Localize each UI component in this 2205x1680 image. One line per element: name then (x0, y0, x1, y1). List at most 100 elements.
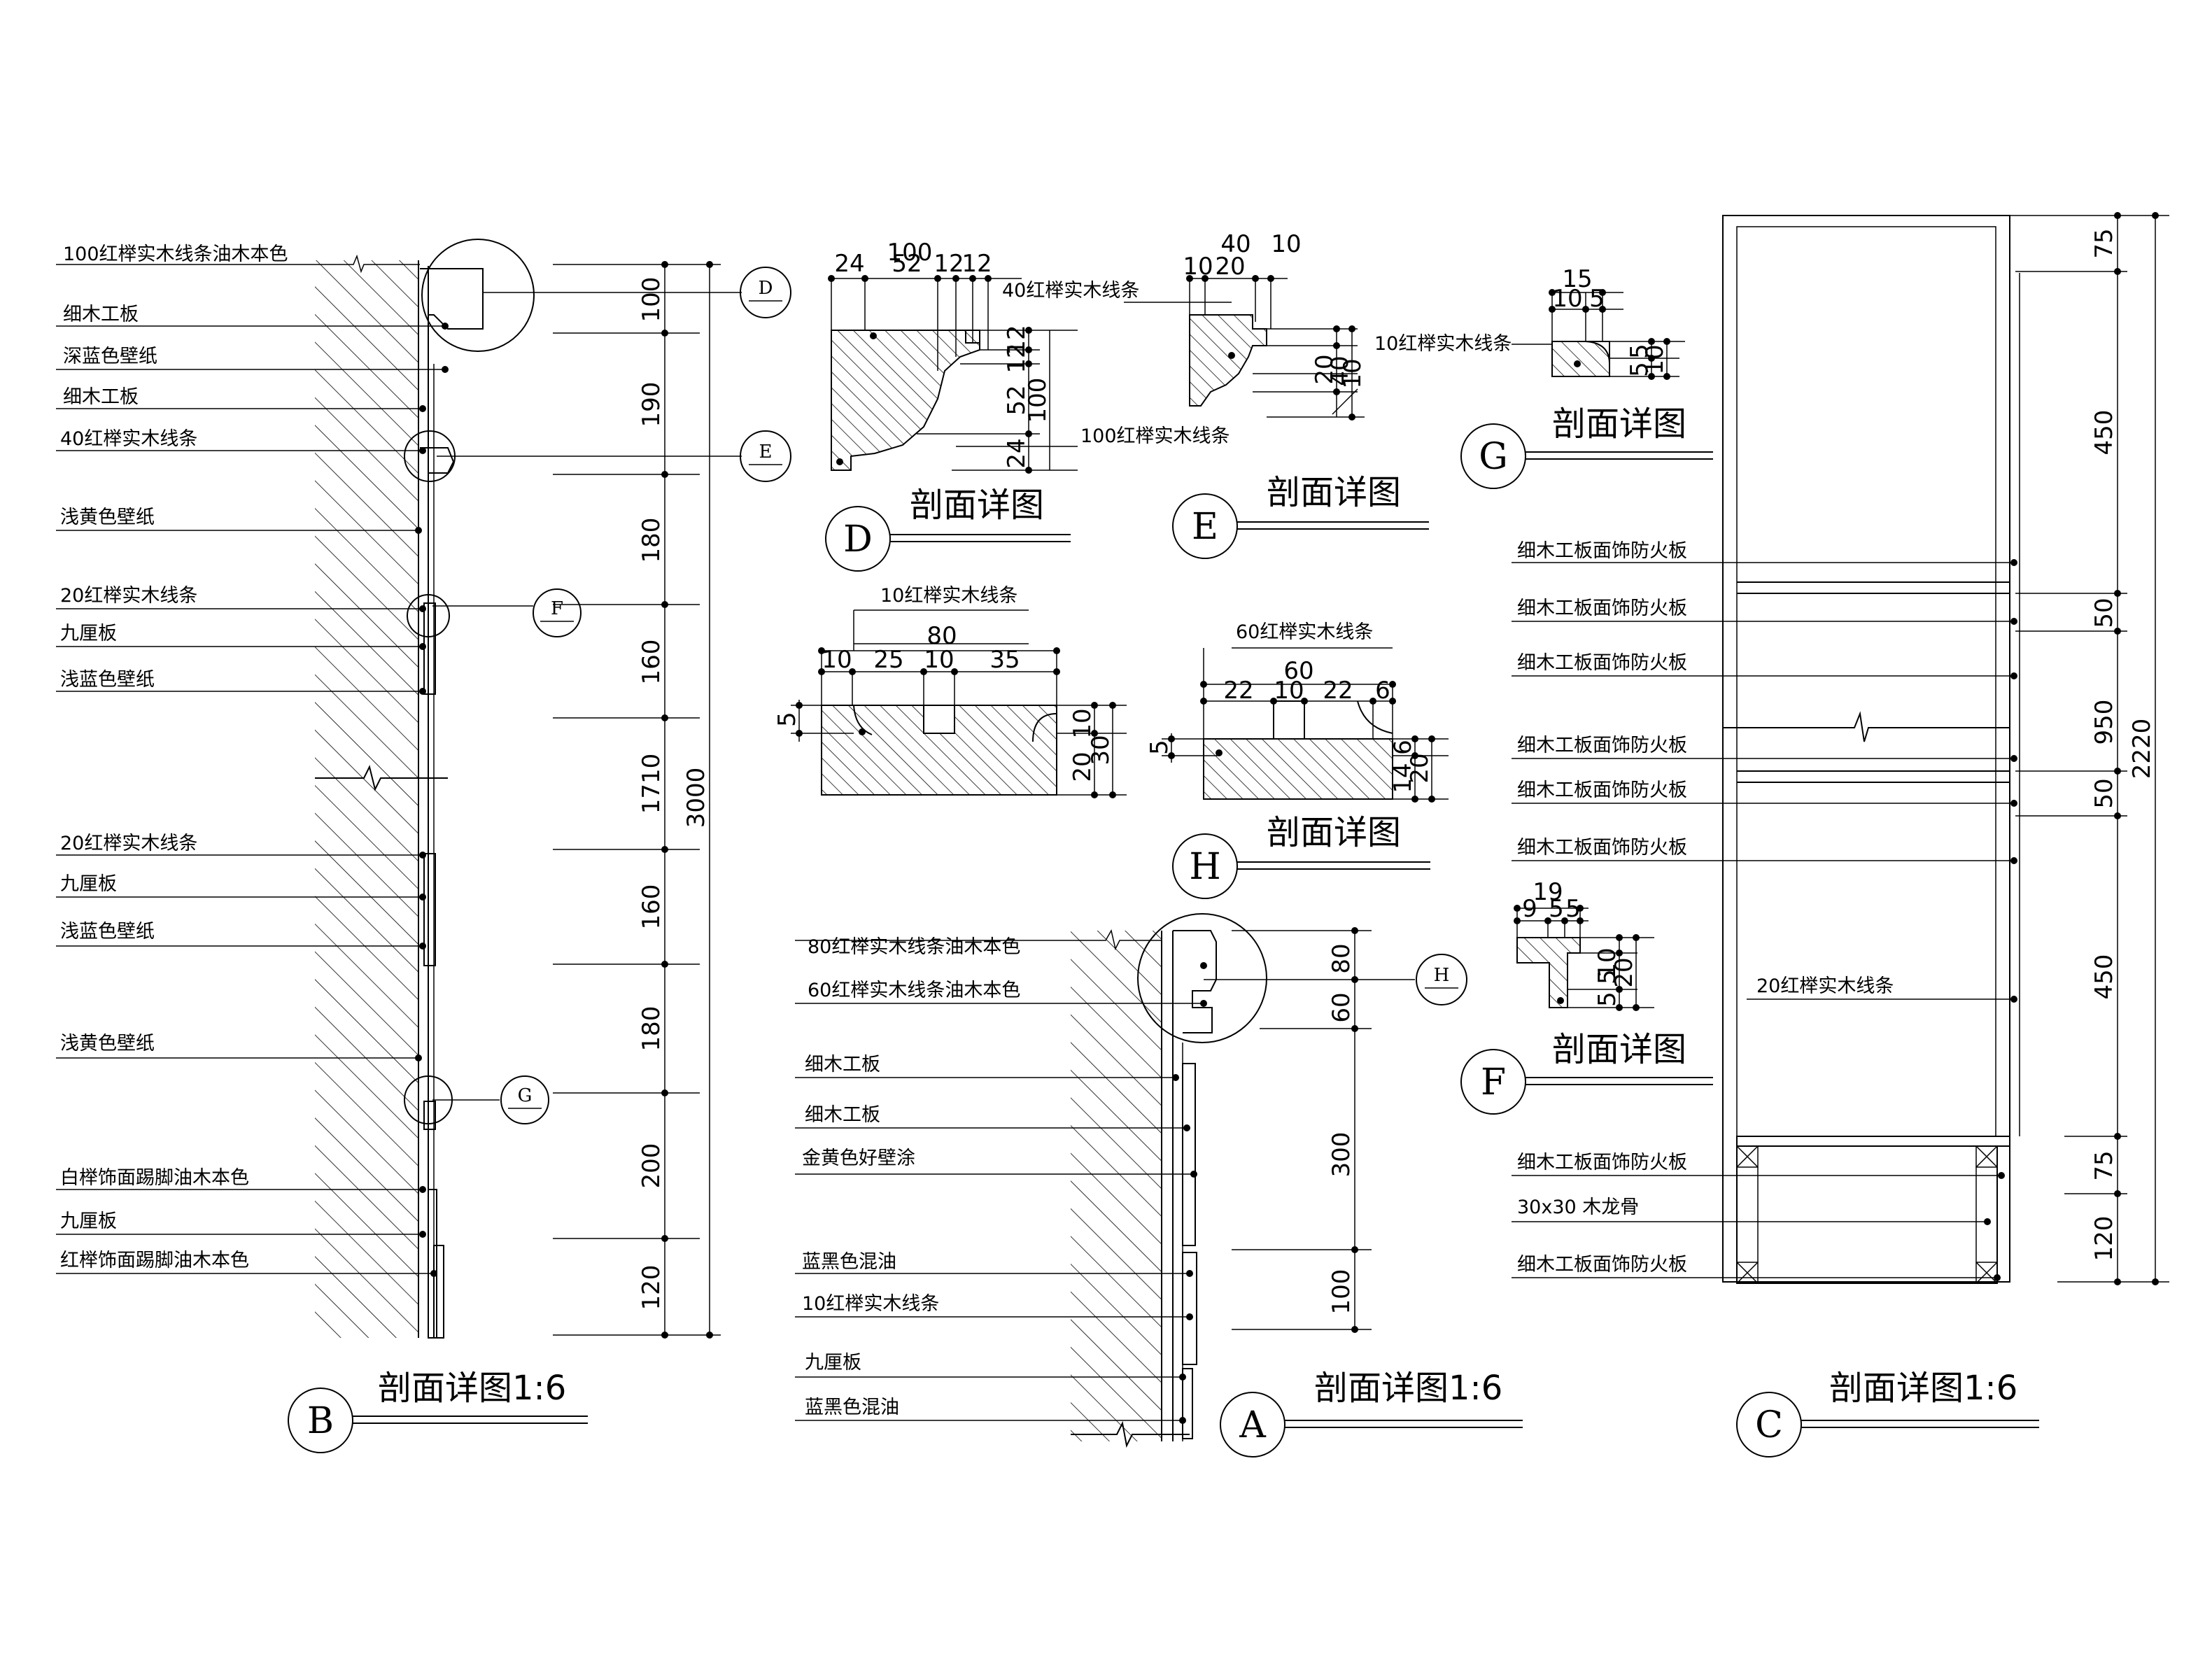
h-left-right-dim-3: 30 (1087, 735, 1115, 765)
c-label-7: 20红榉实木线条 (1756, 975, 1894, 997)
a-ref-h: H (1434, 965, 1450, 986)
g-top-dim-3: 5 (1589, 285, 1605, 313)
f-top-dim-2: 5 (1549, 895, 1564, 923)
detail-circle-f (407, 594, 450, 637)
b-label-12: 浅蓝色壁纸 (60, 921, 155, 943)
g-right-dim-2: 5 (1626, 362, 1654, 377)
detail-d: 100 24 52 12 12 12 12 52 100 24 100红榉实木线… (825, 239, 1230, 572)
section-c: 细木工板面饰防火板 细木工板面饰防火板 细木工板面饰防火板 细木工板面饰防火板 … (1512, 212, 2169, 1457)
b-dim-5: 1710 (637, 754, 665, 814)
b-label-14: 白榉饰面踢脚油木本色 (60, 1167, 249, 1189)
h-right-top-dim-1: 22 (1223, 677, 1253, 705)
c-dim-2: 450 (2090, 410, 2118, 456)
g-top-dim-1: 15 (1562, 265, 1592, 293)
detail-e: 40 10 10 20 20 40 10 40红榉实木线条 E 剖面详图 (1002, 230, 1429, 559)
h-right-label: 60红榉实木线条 (1236, 621, 1373, 643)
b-label-6: 浅黄色壁纸 (60, 507, 155, 528)
b-dim-total: 3000 (682, 768, 710, 828)
b-dim-7: 180 (637, 1006, 665, 1052)
b-label-8: 九厘板 (60, 623, 117, 644)
e-top-dim-1: 40 (1220, 230, 1251, 258)
c-dim-6: 450 (2090, 954, 2118, 1000)
h-right-right-dim-2: 14 (1389, 763, 1417, 793)
c-label-6: 细木工板面饰防火板 (1517, 837, 1687, 859)
e-marker-circle (1172, 493, 1238, 559)
e-right-dim-1: 20 (1311, 354, 1339, 384)
b-label-5: 40红榉实木线条 (60, 428, 197, 450)
c-dim-1: 75 (2090, 228, 2118, 258)
f-marker: F (1481, 1061, 1506, 1103)
b-label-2: 细木工板 (63, 304, 139, 325)
h-left-top-dim-3: 10 (924, 646, 954, 674)
c-dim-7: 75 (2090, 1150, 2118, 1180)
e-title: 剖面详图 (1267, 473, 1401, 512)
b-ref-f: F (551, 598, 563, 619)
c-dim-4: 950 (2090, 700, 2118, 745)
h-marker-circle (1172, 833, 1238, 899)
h-right-top-total: 60 (1283, 657, 1313, 685)
h-left-label: 10红榉实木线条 (880, 585, 1017, 607)
a-dim-4: 100 (1327, 1269, 1355, 1315)
d-right-dim-3: 52 (1003, 385, 1031, 415)
c-label-8: 细木工板面饰防火板 (1517, 1152, 1687, 1173)
h-right-left-dim: 5 (1146, 740, 1174, 755)
e-right-dim-2: 40 (1326, 355, 1354, 386)
g-label: 10红榉实木线条 (1374, 333, 1512, 355)
b-dim-8: 200 (637, 1143, 665, 1189)
d-right-dim-1: 12 (1003, 325, 1031, 355)
f-top-dim-1: 9 (1522, 895, 1537, 923)
d-top-dim-2: 24 (834, 250, 864, 278)
h-right-top-dim-2: 10 (1274, 677, 1304, 705)
a-title: 剖面详图1:6 (1314, 1369, 1502, 1408)
b-marker-circle (288, 1388, 353, 1453)
c-dim-8: 120 (2090, 1216, 2118, 1262)
a-dim-3: 300 (1327, 1132, 1355, 1178)
d-marker: D (843, 518, 873, 560)
b-label-13: 浅黄色壁纸 (60, 1033, 155, 1054)
d-top-dim-4: 12 (934, 250, 964, 278)
f-right-dim-3: 20 (1610, 957, 1638, 987)
detail-h: 10红榉实木线条 80 10 25 10 35 5 10 20 30 (773, 585, 1449, 899)
f-top-dim-3: 5 (1565, 895, 1581, 923)
g-right-dim-3: 10 (1641, 344, 1669, 374)
b-ref-g: G (518, 1085, 533, 1106)
e-marker: E (1192, 506, 1218, 548)
b-label-11: 九厘板 (60, 873, 117, 895)
d-marker-circle (825, 506, 891, 572)
b-dim-9: 120 (637, 1265, 665, 1311)
h-left-right-dim-1: 10 (1069, 708, 1097, 738)
f-right-dim-1: 10 (1593, 947, 1621, 977)
d-top-dim-3: 52 (892, 250, 922, 278)
c-label-10: 细木工板面饰防火板 (1517, 1254, 1687, 1276)
f-right-dim-4: 5 (1593, 991, 1621, 1007)
c-label-9: 30x30 木龙骨 (1517, 1197, 1639, 1218)
a-label-2: 60红榉实木线条油木本色 (808, 980, 1020, 1001)
c-label-2: 细木工板面饰防火板 (1517, 598, 1687, 619)
h-left-top-dim-1: 10 (822, 646, 852, 674)
e-right-dim-3: 10 (1339, 358, 1367, 388)
b-label-4: 细木工板 (63, 386, 139, 408)
b-ref-d: D (759, 278, 773, 299)
b-title: 剖面详图1:6 (378, 1369, 566, 1408)
a-label-7: 10红榉实木线条 (802, 1293, 939, 1315)
c-dim-total: 2220 (2128, 719, 2156, 779)
g-title: 剖面详图 (1552, 404, 1686, 444)
h-right-top-dim-4: 6 (1375, 677, 1390, 705)
a-label-5: 金黄色好壁涂 (802, 1148, 915, 1169)
f-top-total: 19 (1533, 878, 1563, 906)
h-right-right-dim-3: 20 (1406, 753, 1434, 783)
g-top-dim-2: 10 (1552, 285, 1582, 313)
a-dim-2: 60 (1327, 992, 1355, 1022)
c-label-5: 细木工板面饰防火板 (1517, 779, 1687, 801)
b-marker: B (307, 1400, 334, 1442)
b-dim-2: 190 (637, 382, 665, 428)
section-b: 100红榉实木线条油木本色 细木工板 深蓝色壁纸 细木工板 40红榉实木线条 浅… (56, 239, 791, 1453)
detail-f: 19 9 5 5 10 5 20 5 F 剖面详图 (1460, 878, 1713, 1115)
f-marker-circle (1460, 1049, 1526, 1115)
c-dim-5: 50 (2090, 778, 2118, 808)
b-label-15: 九厘板 (60, 1210, 117, 1232)
a-marker: A (1239, 1404, 1267, 1446)
h-left-top-dim-4: 35 (989, 646, 1020, 674)
b-dim-4: 160 (637, 640, 665, 685)
